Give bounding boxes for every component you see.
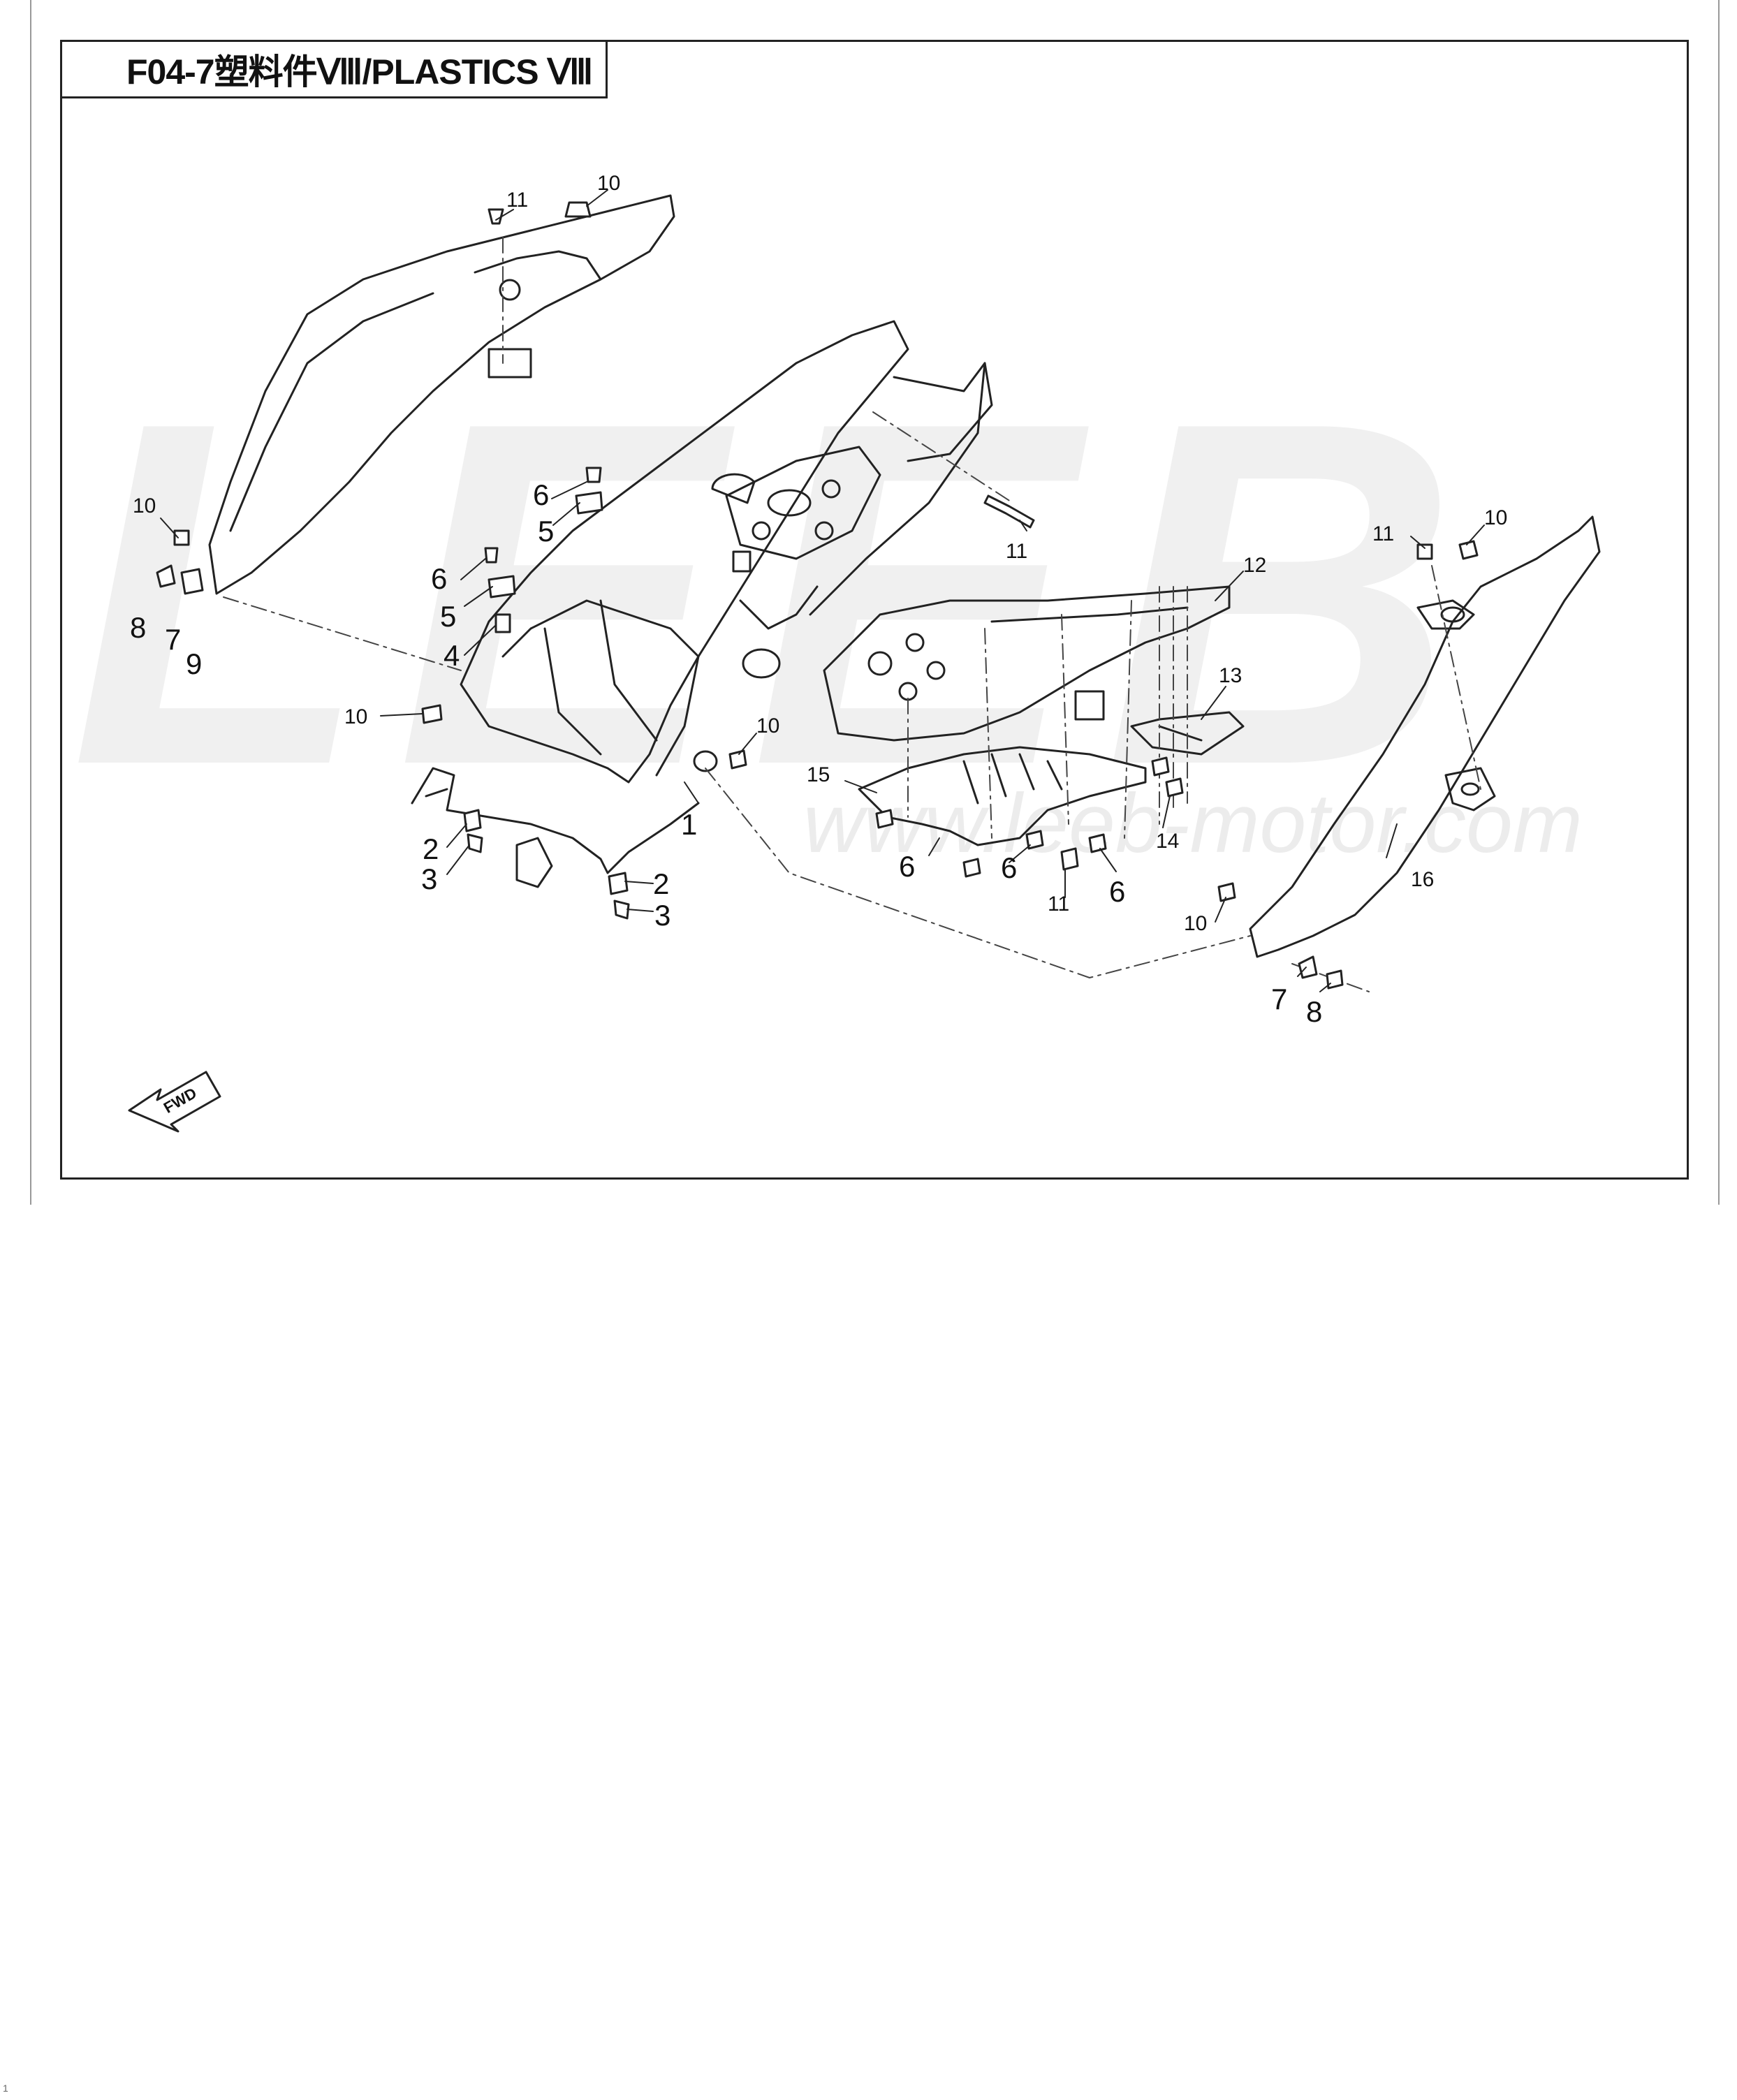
left-side-panel	[208, 194, 675, 595]
crop-mark-right	[1718, 0, 1720, 1205]
callout-9: 9	[186, 647, 203, 680]
callout-6: 6	[431, 562, 448, 595]
exploded-parts-drawing	[128, 189, 1601, 1133]
callout-2: 2	[653, 867, 670, 900]
callout-3: 3	[421, 862, 438, 895]
callout-2: 2	[423, 832, 439, 865]
callout-10: 10	[1484, 506, 1508, 529]
callout-5: 5	[440, 600, 457, 633]
callout-11: 11	[1006, 540, 1028, 563]
callout-12: 12	[1243, 554, 1267, 577]
fasteners	[156, 201, 1479, 990]
watermark-logo: LEEB	[70, 321, 1486, 867]
under-cover-15	[858, 690, 1147, 846]
diagram-frame	[60, 40, 1689, 1180]
callout-8: 8	[1306, 995, 1323, 1028]
callout-10: 10	[597, 172, 621, 195]
callout-7: 7	[165, 623, 182, 656]
fwd-arrow-icon	[128, 1071, 221, 1133]
callout-1: 1	[681, 808, 698, 841]
callout-4: 4	[444, 639, 460, 672]
callout-13: 13	[1219, 664, 1243, 687]
callout-3: 3	[654, 899, 671, 932]
callout-5: 5	[538, 515, 555, 548]
crop-mark-top-left	[30, 0, 31, 42]
callout-10: 10	[1184, 912, 1208, 935]
title-box: F04-7塑料件Ⅷ/PLASTICS Ⅷ	[60, 40, 608, 98]
page-number: 1	[3, 2083, 8, 2094]
callout-10: 10	[344, 705, 368, 728]
leader-lines	[160, 189, 1485, 992]
callout-6: 6	[1001, 851, 1018, 884]
callout-6: 6	[533, 478, 550, 511]
callout-6: 6	[1109, 875, 1126, 908]
callout-10: 10	[756, 714, 780, 737]
callout-6: 6	[899, 850, 916, 883]
callout-7: 7	[1271, 983, 1288, 1015]
callout-11: 11	[506, 189, 529, 212]
center-inner-frame	[460, 320, 993, 784]
callout-8: 8	[130, 611, 147, 644]
page-title: F04-7塑料件Ⅷ/PLASTICS Ⅷ	[126, 52, 593, 91]
tail-cover	[823, 585, 1231, 742]
callout-16: 16	[1411, 868, 1435, 891]
right-side-panel	[1249, 515, 1601, 958]
callout-11: 11	[1372, 522, 1395, 545]
callout-15: 15	[807, 763, 830, 786]
crop-mark-left	[30, 0, 31, 1205]
assembly-lines	[223, 237, 1481, 992]
watermark-url: www.leeb-motor.com	[803, 777, 1583, 870]
callout-11: 11	[1048, 893, 1070, 916]
callout-14: 14	[1156, 830, 1180, 853]
lower-strap	[411, 767, 700, 888]
callout-10: 10	[133, 494, 156, 517]
